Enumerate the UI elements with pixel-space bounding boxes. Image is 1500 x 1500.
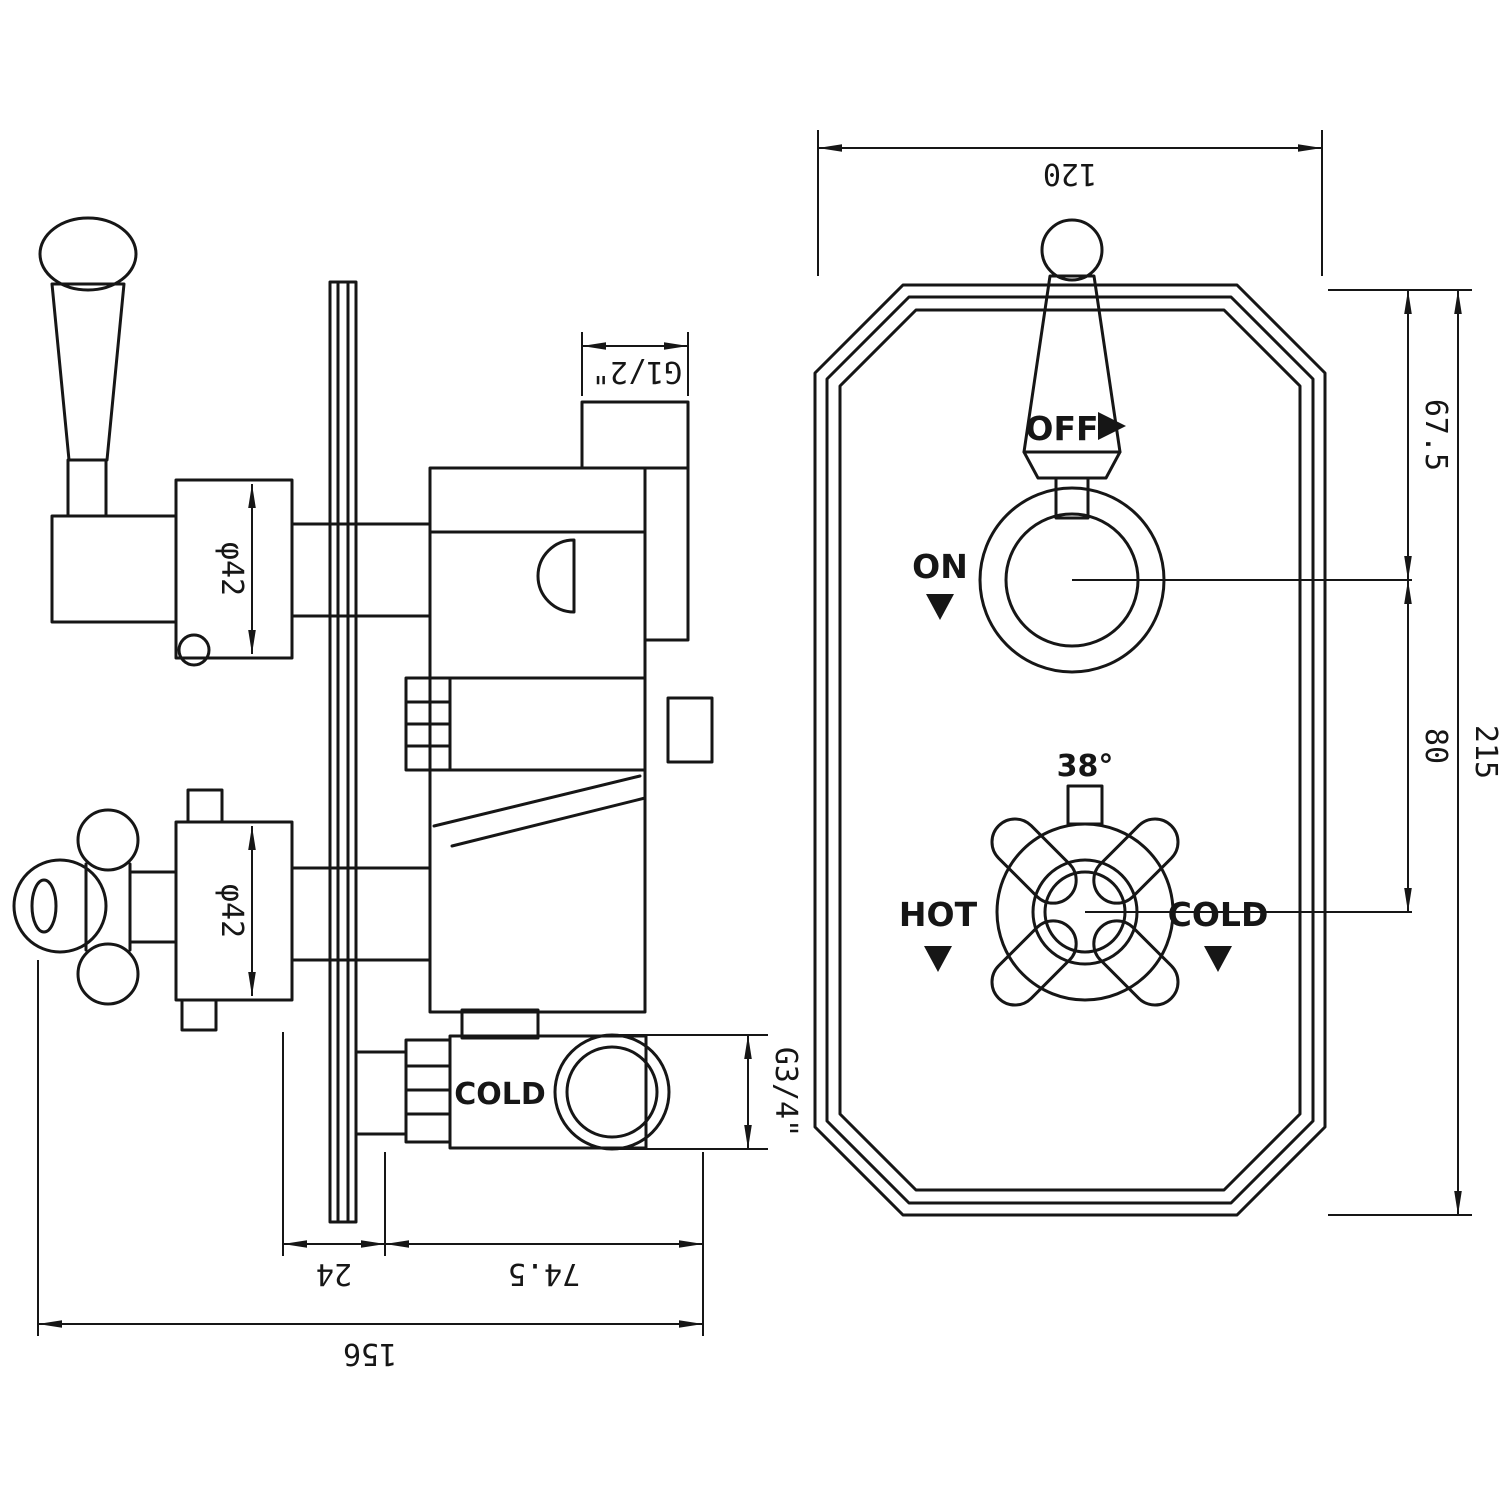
cartridge-top-connector: [290, 522, 432, 618]
side-view-dimensions: [37, 332, 768, 1336]
temperature-label: 38°: [1057, 749, 1114, 784]
flow-lever-knob: [1040, 218, 1104, 282]
faceplate-middle-border: [825, 295, 1315, 1205]
outlet-pipe-top: [580, 400, 690, 470]
crosshead-arm-se: [1092, 919, 1180, 1007]
dim-g-three-quarter-label: G3/4": [768, 1047, 803, 1137]
crosshead-front-lobe: [12, 858, 108, 954]
crosshead-arm-sw: [990, 919, 1078, 1007]
dim-215-label: 215: [1468, 725, 1500, 779]
front-view-dimensions: [817, 130, 1472, 1216]
crosshead-arm-ne: [1092, 817, 1180, 905]
body-diagonal-line: [450, 796, 647, 848]
crosshead-handle-front: [990, 784, 1180, 1007]
flow-lever-collar: [1022, 450, 1122, 480]
dim-80-label: 80: [1418, 728, 1453, 764]
cold-port-label: COLD: [454, 1077, 546, 1112]
inlet-connector: [354, 1050, 408, 1136]
inlet-assembly: [354, 1008, 671, 1151]
cold-inlet-tab: [460, 1008, 540, 1040]
crosshead-bottom-lobe: [76, 942, 140, 1006]
lever-stem: [66, 458, 108, 518]
front-view: 120 67.5 80 215 OFF ON HOT COLD 38°: [813, 130, 1500, 1217]
dim-g-half-label: G1/2": [592, 354, 682, 389]
dim-24-label: 24: [316, 1256, 352, 1291]
wall-plate-outline: [328, 280, 358, 1224]
outlet-elbow: [643, 466, 690, 642]
lever-handle-side: [38, 216, 211, 667]
wall-plate-side: [328, 280, 358, 1224]
flow-lever-stem: [1054, 476, 1090, 520]
dim-120-label: 120: [1043, 156, 1097, 191]
hot-label: HOT: [899, 895, 978, 934]
hot-arrow-icon: [924, 946, 952, 972]
cold-label: COLD: [1168, 895, 1269, 934]
inlet-port-outer: [553, 1033, 671, 1151]
cartridge-bottom-connector: [290, 866, 432, 962]
indicator-arrows: [924, 412, 1232, 972]
cold-inlet-block: [448, 1034, 648, 1150]
lever-hub: [50, 514, 178, 624]
crosshead-stem: [128, 870, 178, 944]
inlet-port-semicircle: [536, 538, 576, 614]
faceplate: [813, 283, 1327, 1217]
lever-knob: [38, 216, 138, 292]
dim-phi42-top-label: φ42: [214, 542, 249, 596]
dim-156-label: 156: [343, 1336, 397, 1371]
body-diagonal-line: [432, 774, 642, 828]
faceplate-outer-border: [813, 283, 1327, 1217]
faceplate-inner-border: [838, 308, 1302, 1192]
on-label: ON: [912, 547, 968, 586]
lever-taper: [50, 282, 126, 462]
lever-hub-nub: [177, 633, 211, 667]
crosshead-top-lobe: [76, 808, 140, 872]
off-label: OFF: [1025, 409, 1098, 448]
cartridge-bottom-nub: [180, 998, 218, 1032]
inlet-port-inner: [565, 1045, 659, 1139]
crosshead-front-lobe-detail: [30, 878, 58, 934]
side-view: φ42 φ42 G1/2" G3/4" 24 74.5 156 COLD: [12, 216, 803, 1371]
front-view-centerlines: [1072, 579, 1412, 913]
cartridge-bottom: [174, 820, 432, 1032]
side-tab: [666, 696, 714, 764]
valve-body-outline: [428, 466, 647, 1014]
dim-phi42-bottom-label: φ42: [214, 884, 249, 938]
valve-body: [404, 400, 714, 1014]
on-arrow-icon: [926, 594, 954, 620]
dim-74-5-label: 74.5: [508, 1256, 580, 1291]
off-arrow-icon: [1098, 412, 1126, 440]
cold-arrow-icon: [1204, 946, 1232, 972]
crosshead-index-stem: [1066, 784, 1104, 826]
crosshead-arm-nw: [990, 817, 1078, 905]
dim-67-5-label: 67.5: [1418, 399, 1453, 471]
temp-stop-button: [186, 788, 224, 824]
